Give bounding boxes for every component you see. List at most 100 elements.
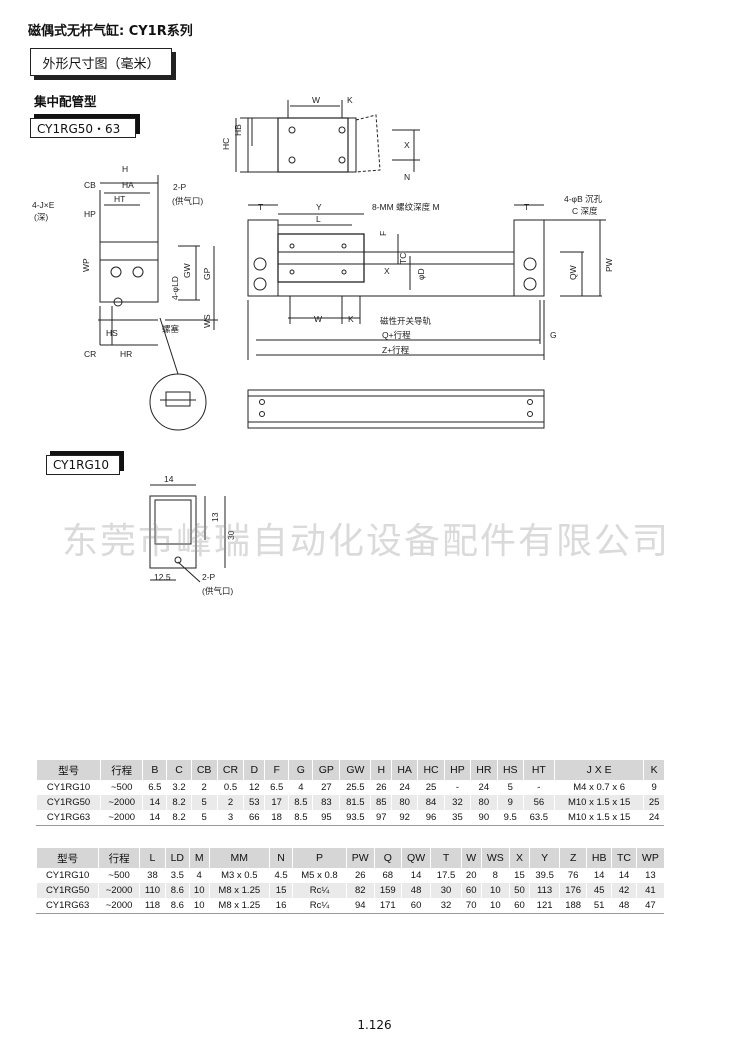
table-cell: 6.5	[264, 780, 289, 795]
column-header: HP	[443, 760, 471, 780]
column-header: WP	[635, 848, 664, 868]
table-cell: 24	[391, 780, 418, 795]
table-cell: 80	[391, 795, 418, 810]
column-header: HA	[391, 760, 418, 780]
table-cell: 60	[508, 898, 530, 914]
subsection-heading: 集中配管型	[34, 94, 97, 109]
column-header: PW	[345, 848, 375, 868]
column-header: M	[188, 848, 210, 868]
table-cell: 15	[268, 883, 293, 898]
column-header: G	[288, 760, 313, 780]
dim-X-top: X	[404, 140, 410, 150]
table-cell: 176	[559, 883, 587, 898]
column-header: GP	[312, 760, 340, 780]
column-header: MM	[208, 848, 270, 868]
column-header: Q	[373, 848, 402, 868]
table-cell: 25.5	[339, 780, 371, 795]
table-cell: 17.5	[430, 868, 462, 883]
table-cell: 17	[264, 795, 289, 810]
table-cell: 35	[443, 810, 471, 826]
dim-B: 4-φB 沉孔	[564, 194, 603, 204]
dim-F: F	[378, 231, 388, 236]
dim-W-top: W	[312, 95, 320, 105]
column-header: T	[430, 848, 462, 868]
table-cell: 51	[586, 898, 612, 914]
table-cell: 3	[216, 810, 244, 826]
dim-K-top: K	[347, 95, 353, 105]
table-cell: M10 x 1.5 x 15	[553, 795, 644, 810]
table-cell: Rc¼	[292, 898, 347, 914]
dim-supply-small: (供气口)	[202, 586, 233, 596]
table-cell: 14	[611, 868, 637, 883]
table-cell: 118	[139, 898, 166, 914]
side-view	[98, 175, 218, 431]
dimension-drawing: W K HB HC X N H CB HA HT 2-P (供气口) 4-J×E…	[32, 95, 614, 596]
table-cell: 16	[268, 898, 293, 914]
table-cell: Rc¼	[292, 883, 347, 898]
column-header: B	[142, 760, 167, 780]
small-model-view	[149, 484, 226, 583]
dim-JE: 4-J×E	[32, 200, 55, 210]
dim-T-left: T	[258, 202, 263, 212]
table-cell: 63.5	[522, 810, 555, 826]
table-cell: 96	[417, 810, 445, 826]
table-cell: ~2000	[98, 883, 140, 898]
table-cell: 83	[312, 795, 340, 810]
table-cell: 39.5	[528, 868, 560, 883]
dim-Z: Z+行程	[382, 345, 410, 355]
dim-plug: 螺塞	[162, 324, 180, 334]
section-heading-text: 外形尺寸图（毫米）	[42, 56, 160, 72]
dim-Q: Q+行程	[382, 330, 411, 340]
table-cell: 5	[190, 795, 218, 810]
dim-HB: HB	[233, 124, 243, 136]
table-cell: 25	[417, 780, 445, 795]
table-cell: 2	[190, 780, 218, 795]
table-cell: CY1RG50	[35, 883, 99, 898]
dim-rail: 磁性开关导轨	[380, 316, 432, 326]
watermark: 东莞市峰瑞自动化设备配件有限公司	[62, 521, 671, 562]
dim-PW: PW	[604, 258, 614, 272]
table-cell: M8 x 1.25	[208, 883, 270, 898]
table-cell: 0.5	[216, 780, 244, 795]
table-cell: ~500	[98, 868, 140, 883]
column-header: Y	[528, 848, 560, 868]
dim-C: C 深度	[572, 206, 598, 216]
model-label-small: CY1RG10	[46, 455, 120, 475]
column-header: HB	[586, 848, 612, 868]
table-cell: ~500	[100, 780, 143, 795]
table-cell: 159	[373, 883, 402, 898]
table-cell: 8.5	[288, 795, 313, 810]
dim-WS: WS	[202, 314, 212, 328]
table-cell: 14	[142, 810, 167, 826]
table-cell: 10	[480, 883, 510, 898]
table-cell: ~2000	[98, 898, 140, 914]
table-cell: 50	[508, 883, 530, 898]
dim-TC: TC	[398, 253, 408, 264]
table-cell: 38	[139, 868, 166, 883]
dim-HP: HP	[84, 209, 96, 219]
table-cell: 5	[496, 780, 524, 795]
table-cell: CY1RG63	[35, 810, 101, 826]
table-cell: 10	[480, 898, 510, 914]
dim-30: 30	[226, 530, 236, 540]
model-label-main: CY1RG50・63	[30, 118, 136, 138]
bottom-view	[247, 389, 545, 429]
dim-HS: HS	[106, 328, 118, 338]
column-header: 行程	[100, 760, 143, 780]
table-cell: CY1RG63	[35, 898, 99, 914]
column-header: CB	[190, 760, 218, 780]
top-carriage-view	[235, 100, 420, 173]
table-cell: -	[443, 780, 471, 795]
column-header: TC	[611, 848, 637, 868]
table-cell: 32	[430, 898, 462, 914]
column-header: 型号	[35, 848, 99, 868]
dim-MM: 8-MM 螺纹深度 M	[372, 202, 440, 212]
column-header: WS	[480, 848, 510, 868]
